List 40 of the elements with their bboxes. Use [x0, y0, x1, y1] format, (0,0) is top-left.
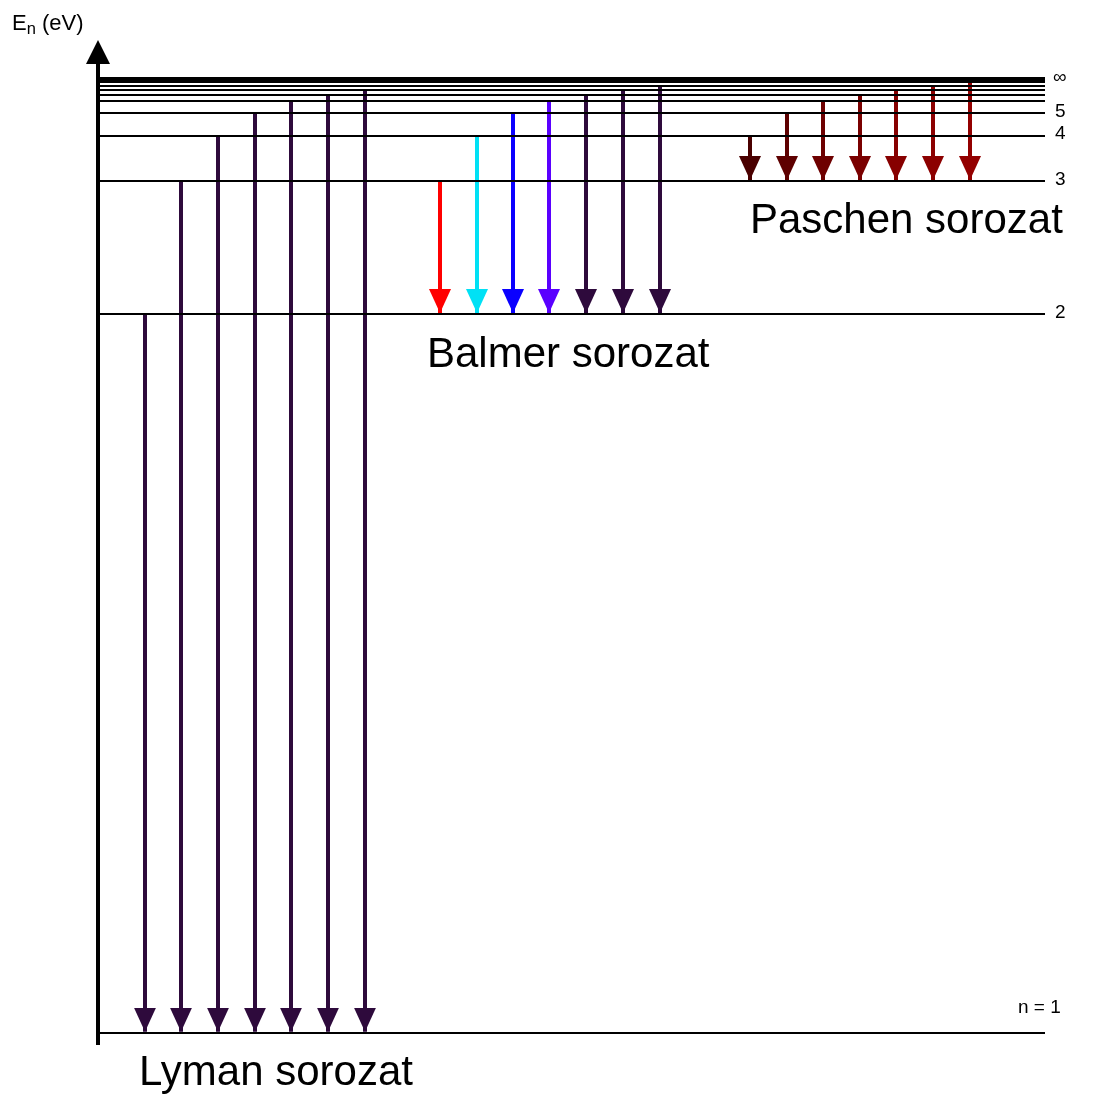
arrow	[575, 95, 597, 313]
arrow	[170, 182, 192, 1032]
arrow	[812, 101, 834, 180]
axis-label: E$_{n}$ (eV)	[12, 12, 84, 34]
level-label: 5	[1055, 101, 1066, 120]
arrow	[538, 101, 560, 313]
energy-level-line	[100, 100, 1045, 102]
energy-level-line	[100, 135, 1045, 137]
arrow	[739, 137, 761, 180]
level-label: ∞	[1053, 67, 1067, 86]
arrow	[612, 90, 634, 313]
energy-level-line	[100, 89, 1045, 91]
arrow	[466, 137, 488, 313]
arrow	[244, 114, 266, 1032]
level-label: 4	[1055, 123, 1066, 142]
arrow	[134, 315, 156, 1032]
arrow	[317, 95, 339, 1032]
arrow	[429, 182, 451, 313]
level-label: n = 1	[1018, 997, 1061, 1016]
energy-level-line	[100, 180, 1045, 182]
series-label: Paschen sorozat	[750, 198, 1063, 240]
arrow	[649, 86, 671, 313]
energy-level-line	[100, 112, 1045, 114]
arrow	[776, 114, 798, 180]
arrow	[849, 95, 871, 180]
arrow	[502, 114, 524, 313]
series-label: Balmer sorozat	[427, 332, 710, 374]
arrow	[922, 86, 944, 180]
energy-level-line	[100, 85, 1045, 87]
energy-level-line	[100, 313, 1045, 315]
level-label: 3	[1055, 169, 1066, 188]
arrow	[885, 90, 907, 180]
level-label: 2	[1055, 302, 1066, 321]
series-label: Lyman sorozat	[139, 1050, 413, 1092]
arrow	[207, 137, 229, 1032]
arrow	[280, 101, 302, 1032]
energy-level-line	[100, 94, 1045, 96]
arrow	[354, 90, 376, 1032]
energy-level-line	[100, 1031, 1045, 1035]
arrow	[959, 83, 981, 180]
